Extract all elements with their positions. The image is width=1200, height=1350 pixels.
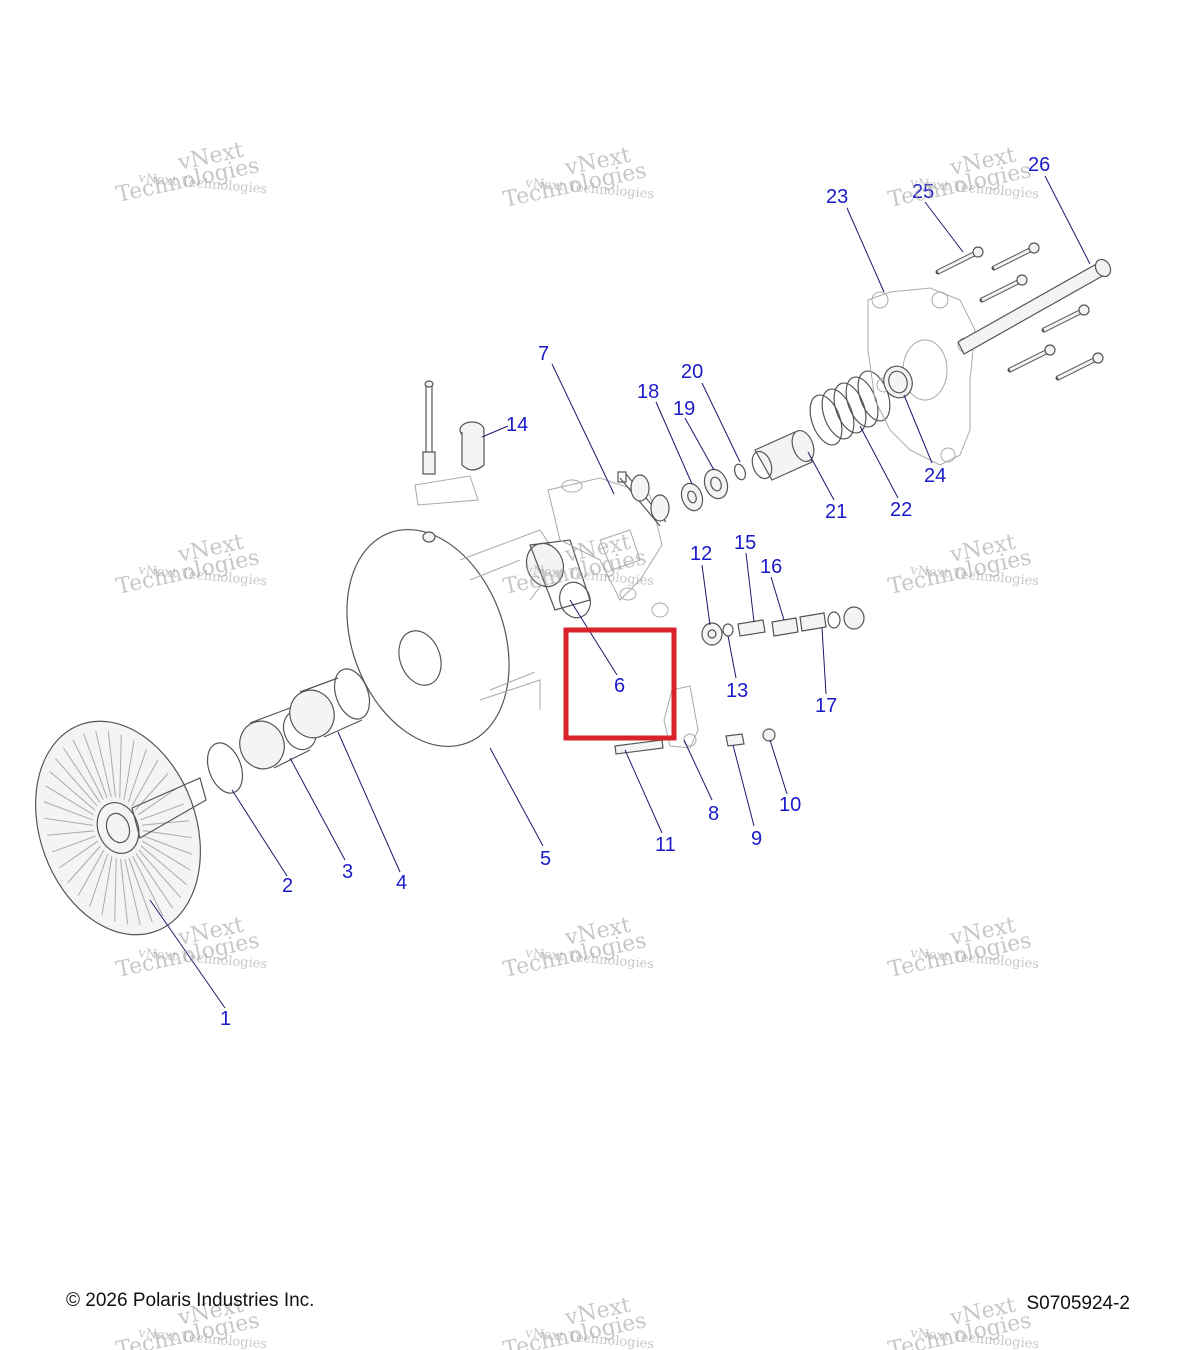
callout-5[interactable]: 5 [540,848,551,870]
part-4-ring [333,668,371,720]
callout-14[interactable]: 14 [506,414,528,436]
callout-26[interactable]: 26 [1028,154,1050,176]
part-20-ring [733,463,747,481]
callout-7[interactable]: 7 [538,343,549,365]
callout-19[interactable]: 19 [673,398,695,420]
part-10-nut [762,728,776,742]
callout-3[interactable]: 3 [342,861,353,883]
bolt-shaft-inner [981,278,1023,302]
part-18-washer [680,482,704,512]
highlight-box-callout-6 [563,627,677,741]
bolt-shaft-inner [937,250,979,274]
callout-9[interactable]: 9 [751,828,762,850]
leader-lines [149,175,1091,1009]
part-21-spacer [751,429,815,481]
callout-8[interactable]: 8 [708,803,719,825]
part-17-cap [827,606,865,630]
callout-4[interactable]: 4 [396,872,407,894]
part-14-weight [414,380,485,543]
part-23-cover [867,287,976,466]
bolt-head [972,246,984,258]
part-7-spider [547,477,669,618]
callout-21[interactable]: 21 [825,501,847,523]
bolt-head [1028,242,1040,254]
bolt-head [1016,274,1028,286]
callout-25[interactable]: 25 [912,181,934,203]
spring-coil [845,376,879,428]
copyright-text: © 2026 Polaris Industries Inc. [66,1290,315,1311]
callout-15[interactable]: 15 [734,532,756,554]
bolt-head [1078,304,1090,316]
bolt-shaft-inner [1043,308,1085,332]
roller-assembly [617,471,670,527]
callout-12[interactable]: 12 [690,543,712,565]
spring-coil [821,388,855,440]
part-24-bushing [883,365,913,399]
part-5-moveable-sheave [346,528,561,748]
bolt-shaft-inner [993,246,1035,270]
callout-16[interactable]: 16 [760,556,782,578]
spring-coil [809,394,843,446]
part-19-washer [703,468,729,500]
callout-13[interactable]: 13 [726,680,748,702]
part-13-ring [722,623,734,637]
callout-11[interactable]: 11 [655,834,676,856]
part-4-bushing [289,677,363,739]
callout-10[interactable]: 10 [779,794,801,816]
bolt-shaft-inner [1057,356,1099,380]
callout-20[interactable]: 20 [681,361,703,383]
callout-labels: 1 2 3 4 5 6 7 8 9 10 11 12 13 14 15 16 1… [220,154,1050,1030]
bolt-head [1044,344,1056,356]
bolt-shaft-inner [1009,348,1051,372]
part-15-pin [737,619,766,637]
callout-18[interactable]: 18 [637,381,659,403]
callout-2[interactable]: 2 [282,875,293,897]
part-12-cap [701,622,723,646]
part-1-fixed-sheave [35,720,207,936]
callout-22[interactable]: 22 [890,499,912,521]
part-26-long-bolt [957,258,1112,355]
callout-1[interactable]: 1 [220,1008,231,1030]
part-9-pin [725,733,745,747]
part-22-spring [809,370,891,446]
part-25-bolts [935,242,1104,381]
spring-coil [833,382,867,434]
part-11-pin [614,739,664,755]
drawing-number: S0705924-2 [1026,1293,1130,1314]
part-16-bushing [771,612,827,637]
callout-17[interactable]: 17 [815,695,837,717]
part-8-arm [663,685,699,749]
callout-6[interactable]: 6 [614,675,625,697]
callout-23[interactable]: 23 [826,186,848,208]
bolt-head [1092,352,1104,364]
callout-24[interactable]: 24 [924,465,946,487]
